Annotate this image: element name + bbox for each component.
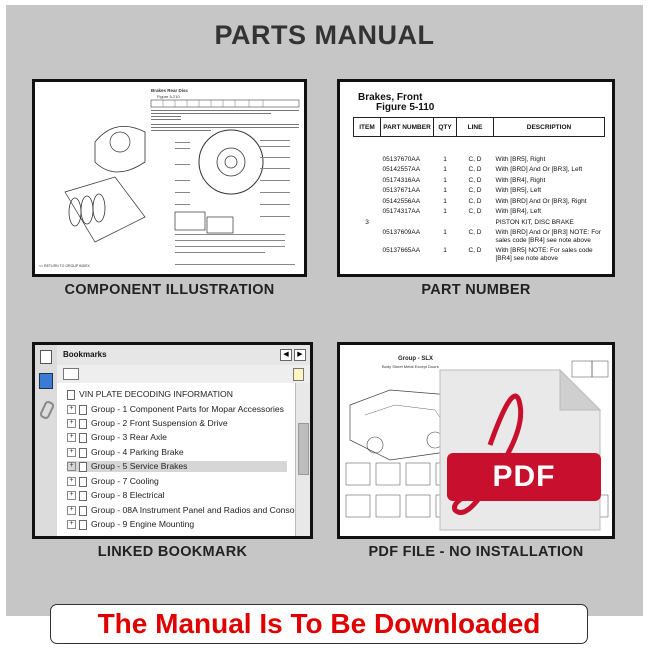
part-number-table: ITEM PART NUMBER QTY LINE DESCRIPTION 05… (353, 117, 605, 264)
expand-icon[interactable]: + (67, 448, 76, 458)
illustration-drawing (64, 99, 300, 265)
illustration-header: Brakes Rear Disc (151, 88, 189, 93)
bookmark-icon[interactable] (39, 373, 53, 389)
pdf-preview-drawing (345, 360, 609, 531)
linked-bookmark-thumbnail[interactable]: Bookmarks ◀ ▶ VIN PLATE DECODING INFORMA… (32, 342, 313, 539)
component-illustration-thumbnail[interactable]: Brakes Rear Disc Figure 5-210 (32, 79, 307, 277)
bookmark-toolbar (57, 365, 310, 384)
col-part-number: PART NUMBER (380, 117, 434, 137)
collapse-panel-button[interactable]: ◀ (280, 349, 292, 361)
part-table-title: Brakes, Front (358, 92, 423, 103)
expand-icon[interactable]: + (67, 405, 76, 415)
col-item: ITEM (353, 117, 381, 137)
page-icon (79, 476, 87, 487)
list-item[interactable]: +Group - 1 Component Parts for Mopar Acc… (67, 404, 284, 415)
list-item[interactable]: +Group - 2 Front Suspension & Drive (67, 418, 228, 429)
pdf-subtitle: Body Sheet Metal Except Doors (382, 364, 439, 369)
paperclip-icon[interactable] (38, 399, 56, 421)
expand-icon[interactable]: + (67, 419, 76, 429)
expand-icon[interactable]: + (67, 506, 76, 516)
page-icon (67, 389, 75, 400)
pdf-badge-icon: PDF (447, 453, 601, 501)
pdf-group-title: Group - SLX (398, 356, 433, 362)
list-item-selected[interactable]: +Group - 5 Service Brakes (67, 461, 287, 472)
page-icon (79, 505, 87, 516)
page-icon (79, 461, 87, 472)
expand-icon[interactable]: + (67, 520, 76, 530)
caption-pdf-file: PDF FILE - NO INSTALLATION (368, 544, 584, 560)
list-item[interactable]: +Group - 3 Rear Axle (67, 432, 167, 443)
list-item[interactable]: +Group - 8 Electrical (67, 490, 165, 501)
expand-icon[interactable]: + (67, 433, 76, 443)
bookmark-panel-title: Bookmarks (63, 350, 107, 359)
list-item[interactable]: VIN PLATE DECODING INFORMATION (67, 389, 233, 400)
page-icon (79, 432, 87, 443)
download-banner-text: The Manual Is To Be Downloaded (97, 608, 541, 639)
col-description: DESCRIPTION (493, 117, 605, 137)
page-icon (79, 404, 87, 415)
background-panel: PARTS MANUAL Brakes Rear Disc Figure 5-2… (6, 5, 643, 616)
pdf-file-thumbnail[interactable]: Group - SLX Body Sheet Metal Except Door… (337, 342, 615, 539)
expand-icon[interactable]: + (67, 477, 76, 487)
list-item[interactable]: +Group - 4 Parking Brake (67, 447, 184, 458)
pages-icon[interactable] (40, 350, 52, 364)
close-panel-button[interactable]: ▶ (294, 349, 306, 361)
col-qty: QTY (433, 117, 457, 137)
expand-icon[interactable]: + (67, 491, 76, 501)
part-table-figure: Figure 5-110 (376, 102, 435, 113)
illustration-subheader: Figure 5-210 (157, 94, 180, 99)
caption-linked-bookmark: LINKED BOOKMARK (97, 544, 248, 560)
caption-part-number: PART NUMBER (421, 282, 531, 298)
list-item[interactable]: +Group - 9 Engine Mounting (67, 519, 194, 530)
bookmark-sidebar (35, 345, 58, 536)
bookmark-list: VIN PLATE DECODING INFORMATION +Group - … (57, 383, 306, 536)
expand-icon[interactable]: + (67, 462, 76, 472)
page-icon (79, 447, 87, 458)
options-menu-icon[interactable] (63, 368, 79, 380)
list-item[interactable]: +Group - 7 Cooling (67, 476, 159, 487)
col-line: LINE (456, 117, 494, 137)
bookmark-panel-header: Bookmarks ◀ ▶ (57, 345, 310, 366)
part-number-thumbnail[interactable]: Brakes, Front Figure 5-110 ITEM PART NUM… (337, 79, 615, 277)
bookmark-scrollbar[interactable] (295, 383, 310, 536)
download-banner: The Manual Is To Be Downloaded (50, 604, 588, 644)
illustration-footer-link[interactable]: << RETURN TO GROUP INDEX (39, 264, 90, 268)
page-title: PARTS MANUAL (214, 20, 435, 50)
page-icon (79, 490, 87, 501)
page-icon (79, 519, 87, 530)
caption-component-illustration: COMPONENT ILLUSTRATION (64, 282, 275, 298)
page-icon (79, 418, 87, 429)
list-item[interactable]: +Group - 08A Instrument Panel and Radios… (67, 505, 306, 516)
scrollbar-thumb[interactable] (298, 423, 309, 475)
new-bookmark-icon[interactable] (293, 368, 304, 381)
